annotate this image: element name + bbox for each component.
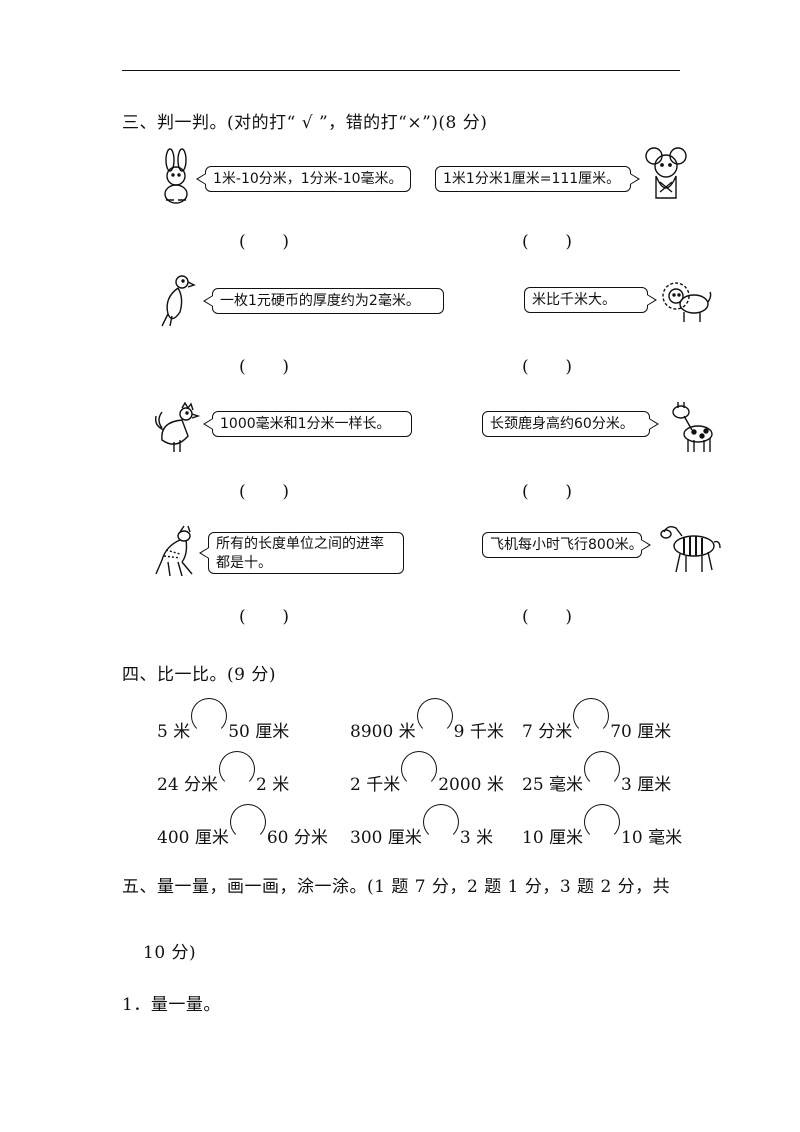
compare-circle-blank[interactable] bbox=[219, 751, 256, 795]
compare-item-2: 8900 米 9 千米 bbox=[350, 698, 504, 742]
compare-circle-blank[interactable] bbox=[191, 698, 228, 742]
compare-right: 9 千米 bbox=[453, 722, 504, 742]
answer-blank-7[interactable]: () bbox=[239, 607, 289, 627]
bubble-tail bbox=[196, 173, 206, 185]
paren-close: ) bbox=[565, 607, 572, 627]
compare-circle-blank[interactable] bbox=[422, 804, 459, 848]
statement-bubble-8: 飞机每小时飞行800米。 bbox=[482, 532, 651, 558]
compare-item-7: 400 厘米 60 分米 bbox=[157, 804, 328, 848]
statement-bubble-4: 米比千米大。 bbox=[524, 287, 657, 313]
giraffe-icon bbox=[664, 398, 716, 454]
answer-blank-4[interactable]: () bbox=[522, 357, 572, 377]
compare-right: 2000 米 bbox=[438, 775, 504, 795]
compare-circle-blank[interactable] bbox=[584, 751, 621, 795]
paren-open: ( bbox=[522, 357, 529, 377]
paren-open: ( bbox=[239, 607, 246, 627]
bubble-tail bbox=[203, 295, 213, 307]
compare-left: 24 分米 bbox=[157, 775, 219, 795]
paren-close: ) bbox=[565, 482, 572, 502]
bubble-tail bbox=[199, 547, 209, 559]
compare-circle-blank[interactable] bbox=[573, 698, 610, 742]
answer-blank-5[interactable]: () bbox=[239, 482, 289, 502]
statement-bubble-1: 1米-10分米，1分米-10毫米。 bbox=[196, 166, 411, 192]
compare-left: 400 厘米 bbox=[157, 828, 229, 848]
statement-bubble-2: 1米1分米1厘米=111厘米。 bbox=[435, 166, 640, 192]
compare-item-9: 10 厘米 10 毫米 bbox=[522, 804, 682, 848]
answer-blank-2[interactable]: () bbox=[522, 232, 572, 252]
compare-left: 10 厘米 bbox=[522, 828, 584, 848]
compare-circle-blank[interactable] bbox=[416, 698, 453, 742]
compare-right: 50 厘米 bbox=[228, 722, 290, 742]
paren-open: ( bbox=[239, 232, 246, 252]
statement-text-8: 飞机每小时飞行800米。 bbox=[490, 537, 643, 553]
paren-close: ) bbox=[565, 357, 572, 377]
bubble-tail bbox=[630, 173, 640, 185]
rabbit-icon bbox=[150, 148, 202, 204]
compare-left: 8900 米 bbox=[350, 722, 416, 742]
statement-bubble-3: 一枚1元硬币的厚度约为2毫米。 bbox=[203, 288, 444, 314]
answer-blank-3[interactable]: () bbox=[239, 357, 289, 377]
subquestion-1-label: 1．量一量。 bbox=[122, 995, 221, 1015]
compare-item-5: 2 千米 2000 米 bbox=[350, 751, 504, 795]
paren-open: ( bbox=[239, 357, 246, 377]
compare-item-3: 7 分米 70 厘米 bbox=[522, 698, 671, 742]
section-5-heading-continued: 10 分) bbox=[143, 943, 197, 963]
paren-open: ( bbox=[522, 232, 529, 252]
compare-left: 25 毫米 bbox=[522, 775, 584, 795]
statement-text-6: 长颈鹿身高约60分米。 bbox=[490, 416, 634, 432]
compare-left: 2 千米 bbox=[350, 775, 401, 795]
section-4-heading: 四、比一比。(9 分) bbox=[122, 665, 276, 685]
paren-open: ( bbox=[522, 607, 529, 627]
paren-close: ) bbox=[282, 357, 289, 377]
answer-blank-8[interactable]: () bbox=[522, 607, 572, 627]
answer-blank-1[interactable]: () bbox=[239, 232, 289, 252]
deer-icon bbox=[150, 522, 202, 578]
bubble-tail bbox=[641, 539, 651, 551]
rooster-icon bbox=[152, 400, 204, 456]
bubble-tail bbox=[649, 418, 659, 430]
section-5-heading: 五、量一量，画一画，涂一涂。(1 题 7 分，2 题 1 分，3 题 2 分，共 bbox=[122, 877, 671, 897]
statement-text-3: 一枚1元硬币的厚度约为2毫米。 bbox=[220, 293, 420, 309]
compare-circle-blank[interactable] bbox=[584, 804, 621, 848]
statement-text-5: 1000毫米和1分米一样长。 bbox=[220, 416, 391, 432]
bubble-tail bbox=[203, 418, 213, 430]
compare-right: 10 毫米 bbox=[621, 828, 683, 848]
compare-right: 3 米 bbox=[459, 828, 494, 848]
paren-close: ) bbox=[282, 607, 289, 627]
compare-right: 60 分米 bbox=[266, 828, 328, 848]
compare-left: 300 厘米 bbox=[350, 828, 422, 848]
lion-icon bbox=[660, 274, 712, 330]
paren-open: ( bbox=[522, 482, 529, 502]
compare-right: 3 厘米 bbox=[621, 775, 672, 795]
statement-text-4: 米比千米大。 bbox=[532, 292, 616, 308]
paren-close: ) bbox=[282, 482, 289, 502]
statement-bubble-7: 所有的长度单位之间的进率都是十。 bbox=[199, 532, 404, 574]
bubble-tail bbox=[647, 294, 657, 306]
parrot-icon bbox=[150, 272, 202, 328]
compare-item-6: 25 毫米 3 厘米 bbox=[522, 751, 671, 795]
compare-circle-blank[interactable] bbox=[229, 804, 266, 848]
statement-bubble-6: 长颈鹿身高约60分米。 bbox=[482, 411, 659, 437]
compare-item-4: 24 分米 2 米 bbox=[157, 751, 289, 795]
compare-left: 5 米 bbox=[157, 722, 191, 742]
compare-circle-blank[interactable] bbox=[401, 751, 438, 795]
statement-text-1: 1米-10分米，1分米-10毫米。 bbox=[213, 171, 403, 187]
paren-open: ( bbox=[239, 482, 246, 502]
compare-right: 70 厘米 bbox=[610, 722, 672, 742]
paren-close: ) bbox=[565, 232, 572, 252]
answer-blank-6[interactable]: () bbox=[522, 482, 572, 502]
statement-text-2: 1米1分米1厘米=111厘米。 bbox=[443, 171, 621, 187]
compare-item-1: 5 米 50 厘米 bbox=[157, 698, 289, 742]
paren-close: ) bbox=[282, 232, 289, 252]
zebra-icon bbox=[658, 520, 722, 576]
top-rule bbox=[122, 70, 680, 71]
section-3-heading: 三、判一判。(对的打“ √ ”，错的打“×”)(8 分) bbox=[122, 113, 488, 133]
statement-text-7: 所有的长度单位之间的进率都是十。 bbox=[216, 536, 384, 571]
statement-bubble-5: 1000毫米和1分米一样长。 bbox=[203, 411, 412, 437]
compare-right: 2 米 bbox=[256, 775, 290, 795]
compare-item-8: 300 厘米 3 米 bbox=[350, 804, 493, 848]
mouse-icon bbox=[640, 146, 692, 202]
compare-left: 7 分米 bbox=[522, 722, 573, 742]
